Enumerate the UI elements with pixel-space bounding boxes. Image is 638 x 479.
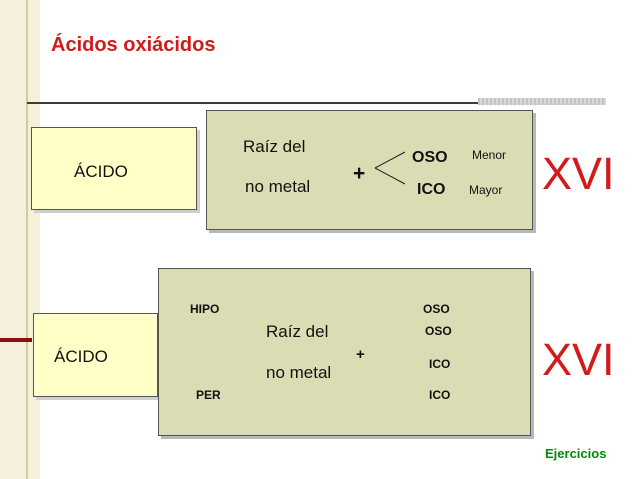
prefix-per: PER xyxy=(196,388,221,402)
formula-box-1: Raíz del no metal + OSO Menor ICO Mayor xyxy=(206,110,533,230)
root-line-1: Raíz del xyxy=(243,137,306,156)
suffix-oso-1: OSO xyxy=(423,302,450,316)
branch-arrows xyxy=(374,151,406,185)
suffix-ico-2: ICO xyxy=(429,388,451,402)
plus-sign: + xyxy=(353,162,366,185)
title-divider-bar xyxy=(478,98,606,105)
root-line-2: no metal xyxy=(245,177,311,196)
vertical-rule xyxy=(26,0,28,479)
exercises-link[interactable]: Ejercicios xyxy=(545,446,607,461)
suffix-oso-2: OSO xyxy=(425,324,452,338)
suffix-oso-note: Menor xyxy=(472,148,507,162)
accent-bar xyxy=(0,338,32,342)
acid-box-1: ÁCIDO xyxy=(31,127,197,210)
roman-numeral-2: XVI xyxy=(542,334,615,385)
suffix-ico-1: ICO xyxy=(429,357,451,371)
suffix-oso: OSO xyxy=(412,149,448,166)
plus-sign: + xyxy=(356,346,365,363)
prefix-hipo: HIPO xyxy=(190,302,220,316)
acid-box-2: ÁCIDO xyxy=(33,313,158,397)
suffix-ico: ICO xyxy=(417,181,446,198)
slide-title: Ácidos oxiácidos xyxy=(51,34,216,56)
suffix-ico-note: Mayor xyxy=(469,183,503,197)
acid-label: ÁCIDO xyxy=(74,162,128,181)
roman-numeral-1: XVI xyxy=(542,148,615,199)
root-line-1: Raíz del xyxy=(266,322,329,341)
acid-label: ÁCIDO xyxy=(54,347,108,366)
title-divider xyxy=(27,102,605,104)
root-line-2: no metal xyxy=(266,363,332,382)
left-stripe xyxy=(0,0,40,479)
formula-box-2: HIPO PER Raíz del no metal + OSO OSO ICO… xyxy=(158,268,531,436)
